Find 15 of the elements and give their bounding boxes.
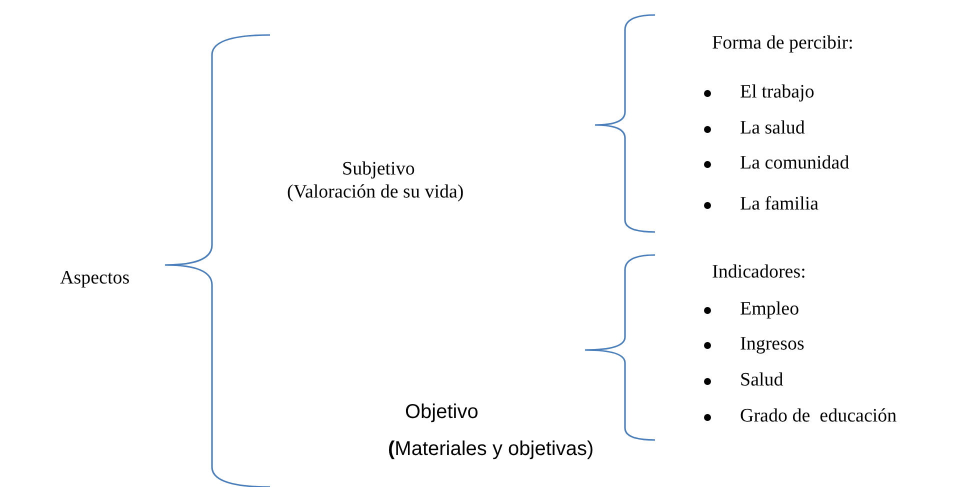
term-label: (Valoración de su vida) [287,182,464,204]
list-item: Empleo [740,298,800,322]
list-item: El trabajo [740,82,814,104]
term-label: Aspectos [60,268,130,290]
list-item: Salud [740,370,784,392]
term-label: (Materiales y objetivas) [388,437,594,461]
list-item: La comunidad [740,152,850,176]
heading-label: Forma de percibir: [712,32,854,56]
list-item: Grado de educación [740,406,897,428]
term-label: Objetivo [405,400,478,424]
list-item: La familia [740,194,819,216]
list-item: Ingresos [740,334,804,356]
heading-label: Indicadores: [712,262,806,284]
term-label: Subjetivo [342,158,415,182]
list-item: La salud [740,118,805,140]
